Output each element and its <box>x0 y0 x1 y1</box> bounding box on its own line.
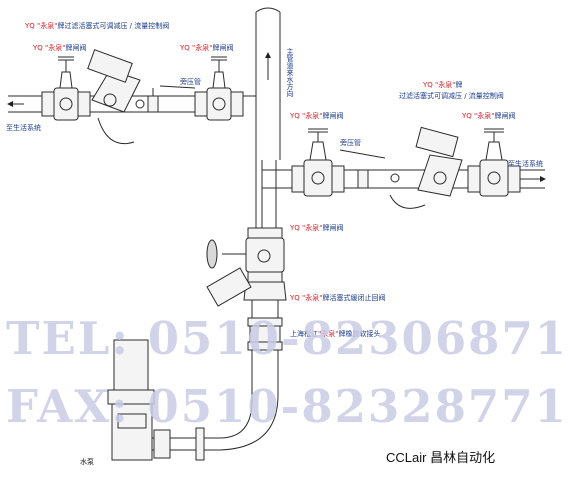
label-bypass-right: 旁压管 <box>340 139 361 147</box>
label-check-valve: YQ "永泉"牌活塞式缓闭止回阀 <box>290 294 386 302</box>
label-main-pipe: 主管道来水方向 <box>286 48 294 97</box>
filter-pressure-valve-left <box>87 49 141 144</box>
label-gate-valve-a: YQ "永泉"牌闸阀 <box>33 44 87 52</box>
gate-valve-right-1 <box>291 128 345 197</box>
label-gate-valve-b: YQ "永泉"牌闸阀 <box>180 44 234 52</box>
label-gate-valve-c: YQ "永泉"牌闸阀 <box>290 112 344 120</box>
rubber-soft-joint <box>247 317 283 351</box>
label-gate-valve-d: YQ "永泉"牌闸阀 <box>462 112 516 120</box>
gate-valve-left-2 <box>194 56 244 121</box>
schematic <box>7 7 546 461</box>
gate-valve-left-1 <box>41 56 91 121</box>
label-filter-valve-right-brand: YQ "永泉"牌 <box>423 81 463 89</box>
pump-valve-diagram: YQ "永泉"牌过滤活塞式可调减压 / 流量控制阀 YQ "永泉"牌闸阀 YQ … <box>6 7 566 466</box>
bypass-right <box>339 149 400 189</box>
lower-riser-pipe <box>150 300 279 451</box>
check-valve <box>206 267 287 307</box>
watermark-fax: FAX: 0510-82328771 <box>6 380 568 433</box>
watermark-tel: TEL: 0510-82306871 <box>6 312 568 365</box>
label-filter-valve-left: YQ "永泉"牌过滤活塞式可调减压 / 流量控制阀 <box>25 22 170 30</box>
gate-valve-right-2 <box>467 128 521 197</box>
filter-pressure-valve-right <box>389 126 463 209</box>
label-filter-valve-right: 过滤活塞式可调减压 / 流量控制阀 <box>399 92 504 100</box>
label-to-system-left: 至生活系统 <box>6 124 41 132</box>
label-to-system-right: 至生活系统 <box>508 160 543 168</box>
gate-valve-vertical <box>206 227 285 283</box>
water-pump <box>107 339 205 461</box>
label-soft-joint: 上海松江"永泉"牌橡胶软接头 <box>290 330 381 338</box>
label-bypass-left: 旁压管 <box>180 78 201 86</box>
label-pump: 水泵 <box>80 458 94 466</box>
main-riser-pipe <box>255 7 281 232</box>
bypass-left <box>135 85 196 113</box>
label-gate-valve-e: YQ "永泉"牌闸阀 <box>290 224 344 232</box>
brand-label: CCLair 昌林自动化 <box>386 450 496 465</box>
